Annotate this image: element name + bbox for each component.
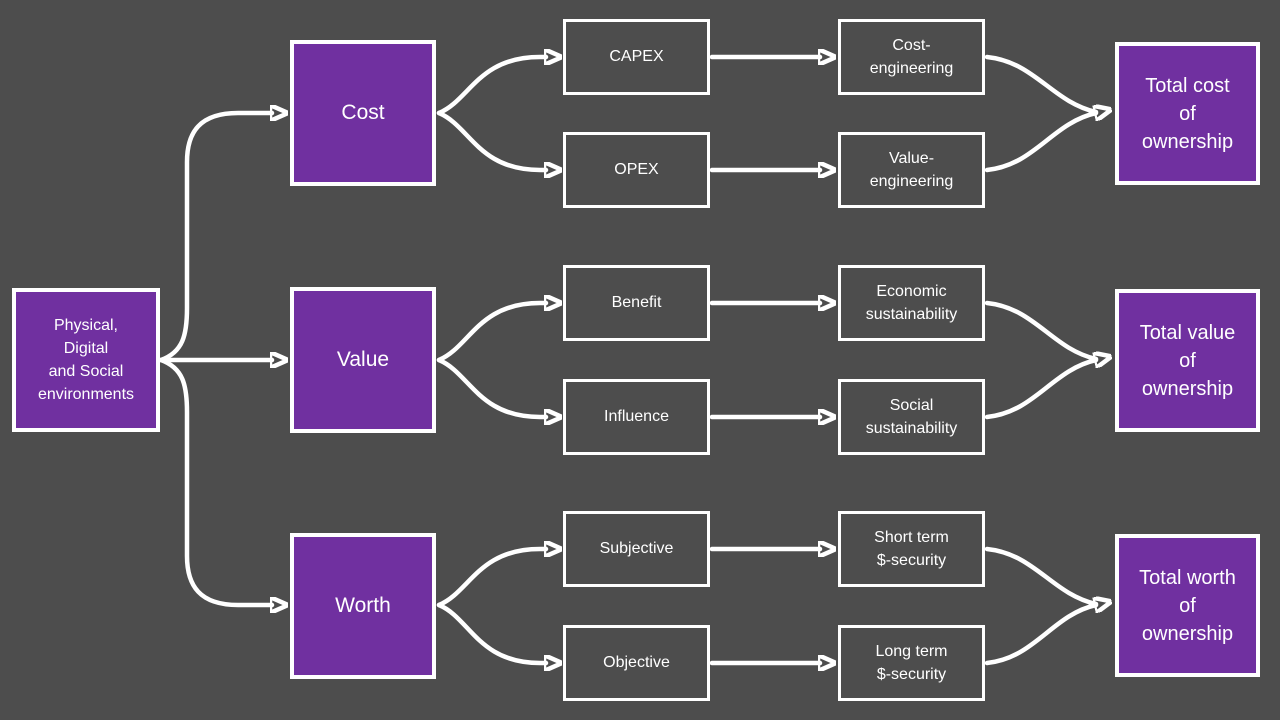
node-environments: Physical, Digital and Social environment… [12,288,160,432]
arrow-long-term-to-total-worth [984,605,1096,666]
arrow-value-to-influence [436,357,546,417]
node-worth: Worth [290,533,436,679]
arrow-worth-to-objective [436,602,546,663]
node-total-cost-of-ownership: Total cost of ownership [1115,42,1260,185]
node-short-term-security: Short term $-security [838,511,985,587]
node-total-value-of-ownership: Total value of ownership [1115,289,1260,432]
arrow-economic-sustainability-to-total-value [984,300,1099,362]
node-subjective: Subjective [563,511,710,587]
arrow-environments-to-worth [158,357,272,605]
arrow-cost-engineering-to-total-cost [984,54,1099,115]
node-benefit: Benefit [563,265,710,341]
node-value: Value [290,287,436,433]
node-total-worth-of-ownership: Total worth of ownership [1115,534,1260,677]
arrow-short-term-to-total-worth [984,546,1099,607]
arrow-cost-to-opex [436,110,546,170]
node-influence: Influence [563,379,710,455]
node-value-engineering: Value- engineering [838,132,985,208]
arrow-value-to-benefit [436,303,546,363]
arrow-cost-to-capex [436,57,546,116]
arrow-environments-to-cost [158,113,272,363]
node-cost-engineering: Cost- engineering [838,19,985,95]
node-economic-sustainability: Economic sustainability [838,265,985,341]
node-social-sustainability: Social sustainability [838,379,985,455]
arrow-social-sustainability-to-total-value [984,360,1096,420]
node-cost: Cost [290,40,436,186]
node-capex: CAPEX [563,19,710,95]
node-opex: OPEX [563,132,710,208]
node-long-term-security: Long term $-security [838,625,985,701]
arrow-worth-to-subjective [436,549,546,608]
arrow-value-engineering-to-total-cost [984,113,1096,173]
node-objective: Objective [563,625,710,701]
